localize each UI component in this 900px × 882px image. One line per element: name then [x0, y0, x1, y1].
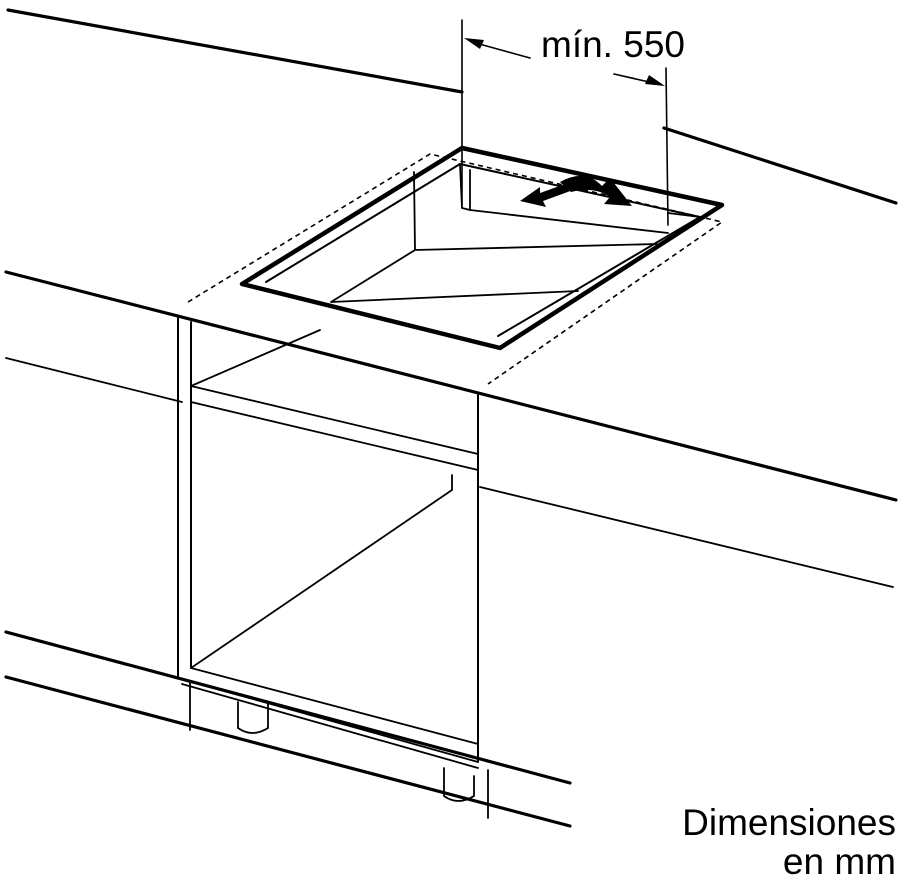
dimension-min-550: mín. 550 [461, 19, 685, 226]
worktop-cutout [239, 145, 725, 351]
dimension-arrow-left [464, 38, 484, 49]
cabinet-foot-right [443, 767, 475, 802]
plinth [4, 630, 572, 828]
units-caption-line1: Dimensiones [682, 802, 896, 843]
base-cabinet [177, 317, 479, 769]
airflow-arrow-icon [520, 175, 632, 207]
units-caption-line2: en mm [783, 841, 896, 882]
worktop [4, 8, 898, 588]
cabinet-foot-left [237, 701, 269, 734]
dimension-label: mín. 550 [541, 24, 685, 65]
dimension-arrow-right [645, 75, 665, 86]
